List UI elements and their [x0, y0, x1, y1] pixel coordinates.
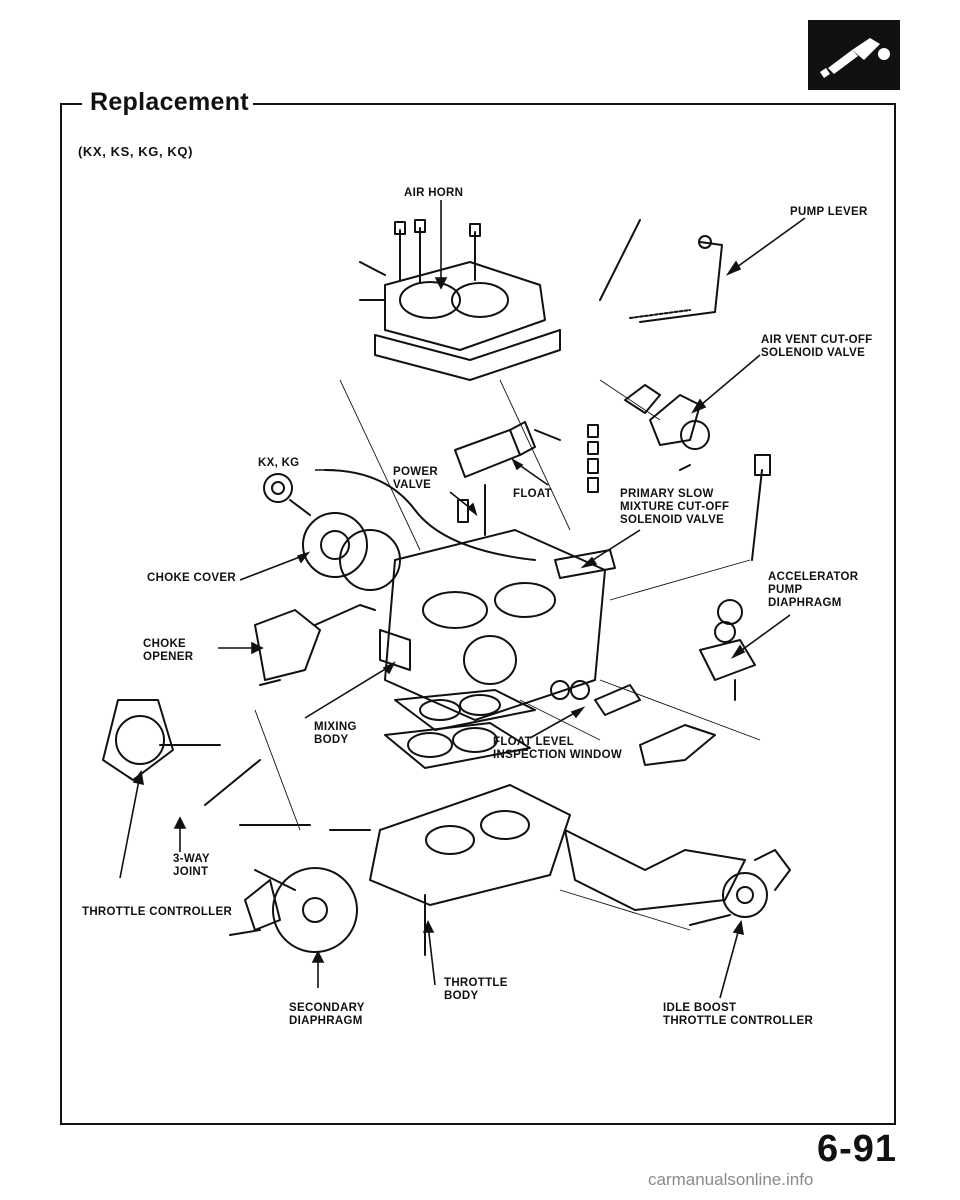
float-level-window-part: [384, 680, 716, 769]
mixing-body-part: [379, 529, 606, 721]
throttle-body-part: [239, 784, 571, 956]
label-idle-boost-controller: IDLE BOOST THROTTLE CONTROLLER: [663, 1002, 814, 1027]
label-throttle-body: THROTTLE BODY: [444, 977, 508, 1002]
label-accelerator-pump: ACCELERATOR PUMP DIAPHRAGM: [768, 571, 859, 609]
throttle-controller-part: [102, 699, 261, 806]
air-vent-solenoid-part: [624, 384, 710, 471]
frame-top-rule: [230, 103, 896, 105]
secondary-diaphragm-part: [229, 867, 358, 953]
page-number: 6-91: [817, 1128, 898, 1170]
frame-top-rule-left: [60, 103, 82, 105]
float-part: [454, 421, 561, 478]
label-three-way-joint: 3-WAY JOINT: [173, 853, 210, 878]
label-power-valve: POWER VALVE: [393, 466, 438, 491]
primary-slow-solenoid-part: [554, 424, 616, 579]
idle-boost-part: [564, 829, 791, 926]
label-choke-cover: CHOKE COVER: [147, 572, 236, 584]
label-float-level-window: FLOAT LEVEL INSPECTION WINDOW: [493, 736, 623, 761]
label-primary-slow-solenoid: PRIMARY SLOW MIXTURE CUT-OFF SOLENOID VA…: [620, 488, 730, 526]
label-air-horn: AIR HORN: [404, 187, 464, 199]
label-mixing-body: MIXING BODY: [314, 721, 357, 746]
choke-opener-part: [254, 604, 376, 686]
section-title: Replacement: [86, 88, 253, 117]
air-horn-part: [359, 219, 561, 381]
label-kx-kg: KX, KG: [258, 457, 300, 469]
choke-cover-part: [263, 469, 536, 591]
fuel-pump-nozzle-icon: [808, 20, 900, 90]
accelerator-pump-part: [699, 454, 771, 701]
label-choke-opener: CHOKE OPENER: [143, 638, 194, 663]
power-valve-part: [457, 484, 486, 536]
label-float: FLOAT: [513, 488, 552, 500]
figure-frame: [60, 103, 896, 1125]
label-throttle-controller: THROTTLE CONTROLLER: [82, 906, 233, 918]
label-air-vent-solenoid: AIR VENT CUT-OFF SOLENOID VALVE: [761, 334, 873, 359]
label-pump-lever: PUMP LEVER: [790, 206, 868, 218]
label-secondary-diaphragm: SECONDARY DIAPHRAGM: [289, 1002, 365, 1027]
watermark: carmanualsonline.info: [648, 1170, 814, 1189]
model-codes: (KX, KS, KG, KQ): [78, 144, 194, 159]
pump-lever-part: [599, 219, 723, 323]
